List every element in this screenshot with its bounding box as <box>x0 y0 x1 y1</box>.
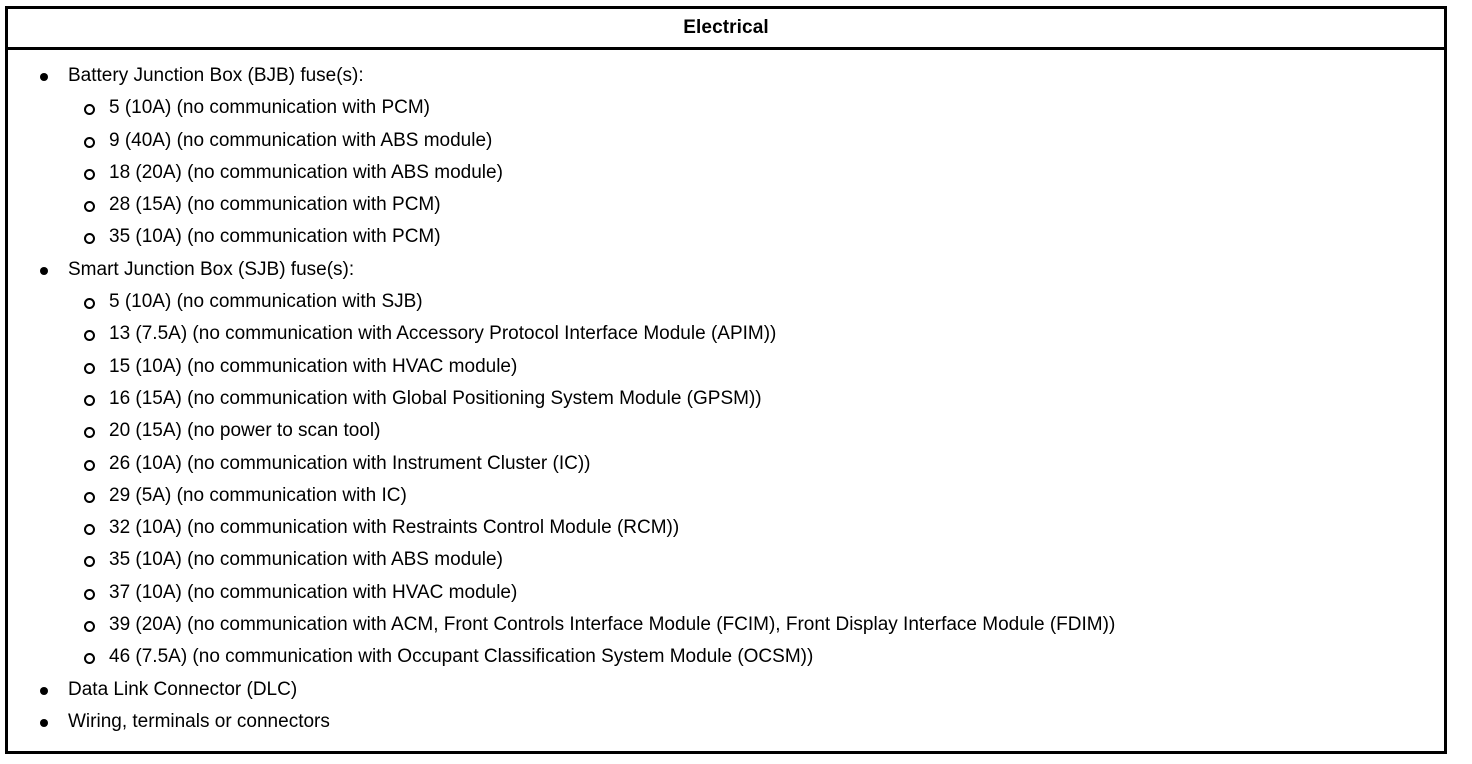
sub-list-item: 13 (7.5A) (no communication with Accesso… <box>8 318 1444 350</box>
bullet-circle-icon <box>84 621 95 633</box>
table-header-row: Electrical <box>8 9 1444 50</box>
sub-list-item: 28 (15A) (no communication with PCM) <box>8 189 1444 221</box>
list-item-label: Wiring, terminals or connectors <box>68 710 330 732</box>
sub-list-item: 46 (7.5A) (no communication with Occupan… <box>8 641 1444 673</box>
sub-list-item: 9 (40A) (no communication with ABS modul… <box>8 125 1444 157</box>
sub-list-item: 39 (20A) (no communication with ACM, Fro… <box>8 609 1444 641</box>
sub-list-item: 5 (10A) (no communication with PCM) <box>8 92 1444 124</box>
sub-list-container: 5 (10A) (no communication with SJB) 13 (7… <box>8 286 1444 674</box>
sub-list-item-label: 29 (5A) (no communication with IC) <box>109 484 407 506</box>
bullet-circle-icon <box>84 233 95 245</box>
list-item-label: Smart Junction Box (SJB) fuse(s): <box>68 258 355 280</box>
table-body-cell: Battery Junction Box (BJB) fuse(s): 5 (10… <box>8 50 1444 738</box>
sub-list-item: 20 (15A) (no power to scan tool) <box>8 415 1444 447</box>
sub-list-item-label: 28 (15A) (no communication with PCM) <box>109 194 441 216</box>
sub-list-item: 18 (20A) (no communication with ABS modu… <box>8 157 1444 189</box>
sub-list-item-label: 9 (40A) (no communication with ABS modul… <box>109 129 493 151</box>
bullet-circle-icon <box>84 298 95 310</box>
bullet-disc-icon <box>40 718 48 727</box>
bullet-circle-icon <box>84 104 95 116</box>
bullet-circle-icon <box>84 168 95 180</box>
sub-list-item: 35 (10A) (no communication with ABS modu… <box>8 544 1444 576</box>
sub-list-item: 35 (10A) (no communication with PCM) <box>8 221 1444 253</box>
fault-item-list: Battery Junction Box (BJB) fuse(s): 5 (10… <box>8 60 1444 738</box>
bullet-circle-icon <box>84 491 95 503</box>
sub-list-item: 26 (10A) (no communication with Instrume… <box>8 448 1444 480</box>
bullet-circle-icon <box>84 362 95 374</box>
fuse-sub-list: 5 (10A) (no communication with SJB) 13 (7… <box>8 286 1444 674</box>
sub-list-item-label: 13 (7.5A) (no communication with Accesso… <box>109 323 777 345</box>
sub-list-item-label: 46 (7.5A) (no communication with Occupan… <box>109 646 814 668</box>
sub-list-item-label: 5 (10A) (no communication with PCM) <box>109 97 430 119</box>
sub-list-item-label: 26 (10A) (no communication with Instrume… <box>109 452 591 474</box>
sub-list-item-label: 35 (10A) (no communication with PCM) <box>109 226 441 248</box>
bullet-circle-icon <box>84 653 95 665</box>
bullet-circle-icon <box>84 524 95 536</box>
list-item-label: Data Link Connector (DLC) <box>68 678 298 700</box>
sub-list-item-label: 16 (15A) (no communication with Global P… <box>109 387 762 409</box>
list-item: Smart Junction Box (SJB) fuse(s): <box>8 254 1444 286</box>
bullet-circle-icon <box>84 459 95 471</box>
list-item: Battery Junction Box (BJB) fuse(s): <box>8 60 1444 92</box>
sub-list-item-label: 15 (10A) (no communication with HVAC mod… <box>109 355 518 377</box>
sub-list-item-label: 39 (20A) (no communication with ACM, Fro… <box>109 614 1116 636</box>
bullet-circle-icon <box>84 136 95 148</box>
sub-list-item: 15 (10A) (no communication with HVAC mod… <box>8 351 1444 383</box>
sub-list-item: 37 (10A) (no communication with HVAC mod… <box>8 577 1444 609</box>
sub-list-item-label: 5 (10A) (no communication with SJB) <box>109 291 423 313</box>
bullet-circle-icon <box>84 427 95 439</box>
fuse-sub-list: 5 (10A) (no communication with PCM) 9 (40… <box>8 92 1444 253</box>
sub-list-item: 32 (10A) (no communication with Restrain… <box>8 512 1444 544</box>
sub-list-container: 5 (10A) (no communication with PCM) 9 (40… <box>8 92 1444 253</box>
sub-list-item-label: 20 (15A) (no power to scan tool) <box>109 420 381 442</box>
bullet-disc-icon <box>40 686 48 695</box>
table-header-title: Electrical <box>683 17 769 38</box>
list-item: Data Link Connector (DLC) <box>8 674 1444 706</box>
list-item: Wiring, terminals or connectors <box>8 706 1444 738</box>
bullet-disc-icon <box>40 73 48 81</box>
bullet-disc-icon <box>40 266 48 275</box>
sub-list-item: 16 (15A) (no communication with Global P… <box>8 383 1444 415</box>
electrical-table: Electrical Battery Junction Box (BJB) fu… <box>5 6 1447 754</box>
bullet-circle-icon <box>84 330 95 342</box>
bullet-circle-icon <box>84 588 95 600</box>
sub-list-item: 29 (5A) (no communication with IC) <box>8 480 1444 512</box>
bullet-circle-icon <box>84 556 95 568</box>
bullet-circle-icon <box>84 201 95 213</box>
sub-list-item-label: 18 (20A) (no communication with ABS modu… <box>109 161 503 183</box>
sub-list-item: 5 (10A) (no communication with SJB) <box>8 286 1444 318</box>
list-item-label: Battery Junction Box (BJB) fuse(s): <box>68 65 364 86</box>
sub-list-item-label: 35 (10A) (no communication with ABS modu… <box>109 549 503 571</box>
sub-list-item-label: 37 (10A) (no communication with HVAC mod… <box>109 581 518 603</box>
bullet-circle-icon <box>84 394 95 406</box>
sub-list-item-label: 32 (10A) (no communication with Restrain… <box>109 517 680 539</box>
